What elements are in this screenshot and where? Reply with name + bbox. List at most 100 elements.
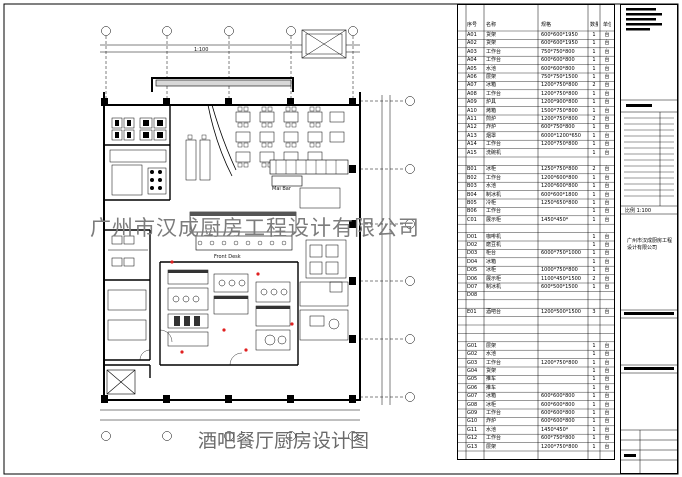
cell-spec: 750*750*1500 — [541, 74, 578, 80]
cell-name — [486, 300, 520, 308]
cell-qty — [590, 157, 598, 165]
cell-spec — [541, 157, 587, 165]
cell-code — [467, 300, 485, 308]
cell-qty: 1 — [592, 124, 596, 131]
cell-unit: 台 — [604, 183, 610, 190]
cell-unit — [603, 157, 611, 165]
cell-name: 烤箱 — [486, 107, 497, 114]
cell-spec — [541, 317, 587, 325]
cell-unit: 台 — [604, 393, 610, 400]
cell-unit: 台 — [604, 342, 610, 349]
cell-unit: 台 — [604, 359, 610, 366]
cell-name: 磨豆机 — [486, 242, 502, 248]
cell-code: E01 — [467, 309, 477, 316]
cell-spec — [541, 375, 587, 383]
cell-code: C01 — [467, 216, 477, 223]
cell-spec: 600*600*800 — [541, 57, 575, 64]
cell-code: A08 — [467, 90, 477, 97]
cell-spec: 600*750*800 — [541, 435, 575, 442]
cell-name: 工作台 — [486, 208, 502, 215]
cell-spec: 1200*750*800 — [541, 82, 578, 89]
cell-spec: 1200*750*800 — [541, 141, 578, 148]
cell-name: 煎炉 — [486, 116, 497, 122]
drawing-border — [3, 3, 679, 475]
cell-name: 冰箱 — [486, 82, 497, 89]
counter-label: Front Desk — [214, 254, 241, 260]
cell-spec: 1500*750*800 — [541, 107, 578, 114]
cell-unit: 台 — [604, 368, 610, 374]
cell-code: G07 — [467, 393, 478, 400]
cell-spec: 600*500*1500 — [541, 284, 578, 290]
cell-spec — [541, 384, 587, 392]
cell-spec — [541, 342, 587, 350]
axis-grid-right — [360, 95, 415, 405]
equipment-table-grid — [458, 5, 614, 459]
cell-qty — [590, 317, 598, 325]
cell-name: 炉具 — [486, 99, 497, 106]
cell-name: 展示柜 — [486, 216, 502, 223]
cell-spec: 6000*750*1000 — [541, 250, 581, 257]
cell-qty: 1 — [592, 200, 596, 206]
cell-spec: 1200*750*800 — [541, 116, 578, 122]
cell-spec: 600*600*1950 — [541, 40, 578, 47]
cell-unit: 台 — [604, 275, 610, 282]
cell-unit: 台 — [604, 284, 610, 290]
cell-unit: 台 — [604, 426, 610, 433]
equipment-table-header: 序号 名称 规格 数量 单位 — [458, 21, 614, 29]
cell-qty — [590, 325, 598, 333]
table-row — [458, 224, 614, 232]
cell-qty: 1 — [592, 376, 596, 383]
cell-code: G09 — [467, 410, 478, 416]
cell-spec: 1450*450* — [541, 426, 569, 433]
table-row — [458, 325, 614, 333]
cell-qty: 1 — [592, 149, 596, 156]
cell-name: 冰柜 — [486, 267, 497, 274]
cell-qty: 1 — [592, 267, 596, 274]
cell-unit: 台 — [604, 48, 610, 55]
cell-spec: 750*750*800 — [541, 48, 575, 55]
cell-qty: 1 — [592, 393, 596, 400]
cell-spec: 600*600*800 — [541, 401, 575, 408]
cell-unit — [603, 317, 611, 325]
cell-unit: 台 — [604, 141, 610, 148]
header-unit: 单位 — [603, 22, 611, 28]
cell-code: G13 — [467, 443, 478, 450]
cell-code: D08 — [467, 292, 478, 299]
cell-spec: 600*600*800 — [541, 418, 575, 425]
cell-code: A01 — [467, 32, 477, 38]
cell-code: A05 — [467, 65, 477, 72]
cell-name: 货架 — [486, 32, 497, 38]
header-name: 名称 — [486, 22, 497, 28]
cell-unit: 台 — [604, 376, 610, 383]
cell-name: 工作台 — [486, 90, 502, 97]
cell-spec — [541, 241, 587, 249]
cell-code: A15 — [467, 149, 477, 156]
cell-unit: 台 — [604, 216, 610, 223]
cell-name: 层架 — [486, 443, 497, 450]
cell-unit: 台 — [604, 242, 610, 248]
cell-name: 酒吧台 — [486, 309, 502, 316]
cell-spec: 600*600*800 — [541, 65, 575, 72]
cell-unit: 台 — [604, 418, 610, 425]
company-watermark: 广州市汉成厨房工程设计有限公司 — [90, 216, 420, 240]
